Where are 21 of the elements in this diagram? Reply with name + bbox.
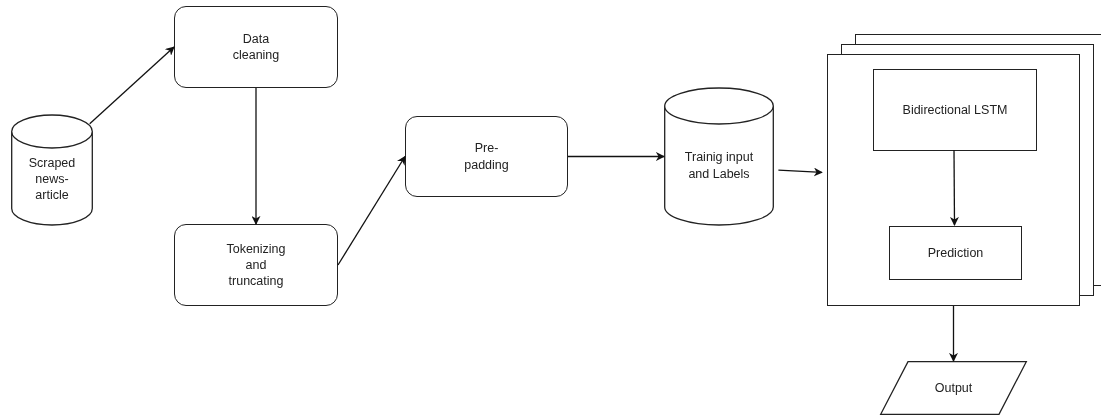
node-label: Bidirectional LSTM — [902, 101, 1008, 119]
node-label: Prediction — [927, 244, 984, 262]
process-box — [174, 6, 338, 88]
model-frame — [827, 54, 1080, 306]
node-label: Output — [934, 379, 973, 397]
node-label: Trainig input and Labels — [683, 149, 755, 182]
node-label: Tokenizing and truncating — [225, 240, 287, 290]
node-label: Data cleaning — [231, 30, 281, 64]
arrow — [337, 155, 406, 266]
arrow — [567, 152, 665, 161]
arrow — [89, 46, 175, 125]
arrow — [251, 87, 261, 225]
arrow — [949, 149, 959, 226]
process-box — [873, 69, 1037, 151]
arrow — [949, 305, 958, 362]
node-label: Scraped news-article — [27, 154, 77, 204]
process-box — [174, 224, 338, 306]
node-label: Pre-padding — [463, 140, 510, 173]
process-box — [889, 226, 1022, 280]
process-box — [405, 116, 568, 197]
arrow — [777, 167, 823, 177]
